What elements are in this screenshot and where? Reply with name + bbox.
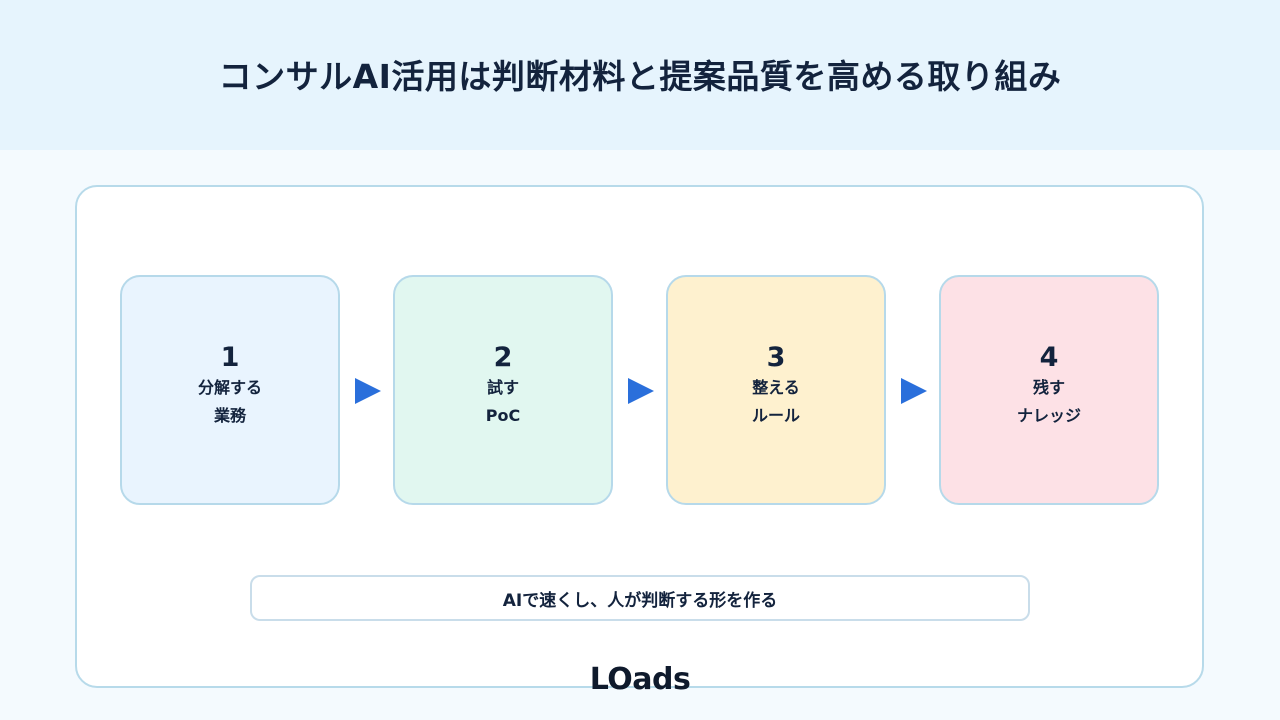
step-action: 残す [1032, 378, 1065, 397]
step-object: ルール [751, 406, 800, 425]
step-action: 整える [752, 378, 800, 397]
step-number: 1 [220, 342, 240, 373]
step-number: 2 [493, 342, 513, 373]
arrow-right-icon [355, 377, 381, 405]
step-card-1: 1 分解する 業務 [120, 275, 340, 505]
step-object: PoC [485, 406, 521, 425]
step-object: ナレッジ [1016, 406, 1081, 425]
header-band: コンサルAI活用は判断材料と提案品質を高める取り組み [0, 0, 1280, 150]
step-card-4: 4 残す ナレッジ [939, 275, 1159, 505]
step-action: 分解する [197, 378, 262, 397]
step-number: 3 [766, 342, 786, 373]
arrow-right-icon [901, 377, 927, 405]
summary-text: AIで速くし、人が判断する形を作る [502, 590, 778, 611]
step-card-3: 3 整える ルール [666, 275, 886, 505]
step-number: 4 [1039, 342, 1059, 373]
summary-box: AIで速くし、人が判断する形を作る [250, 575, 1030, 621]
arrow-right-icon [628, 377, 654, 405]
step-action: 試す [486, 378, 519, 397]
page-title: コンサルAI活用は判断材料と提案品質を高める取り組み [218, 57, 1062, 96]
step-card-2: 2 試す PoC [393, 275, 613, 505]
step-object: 業務 [213, 406, 246, 425]
loads-logo: LOads [589, 661, 691, 697]
